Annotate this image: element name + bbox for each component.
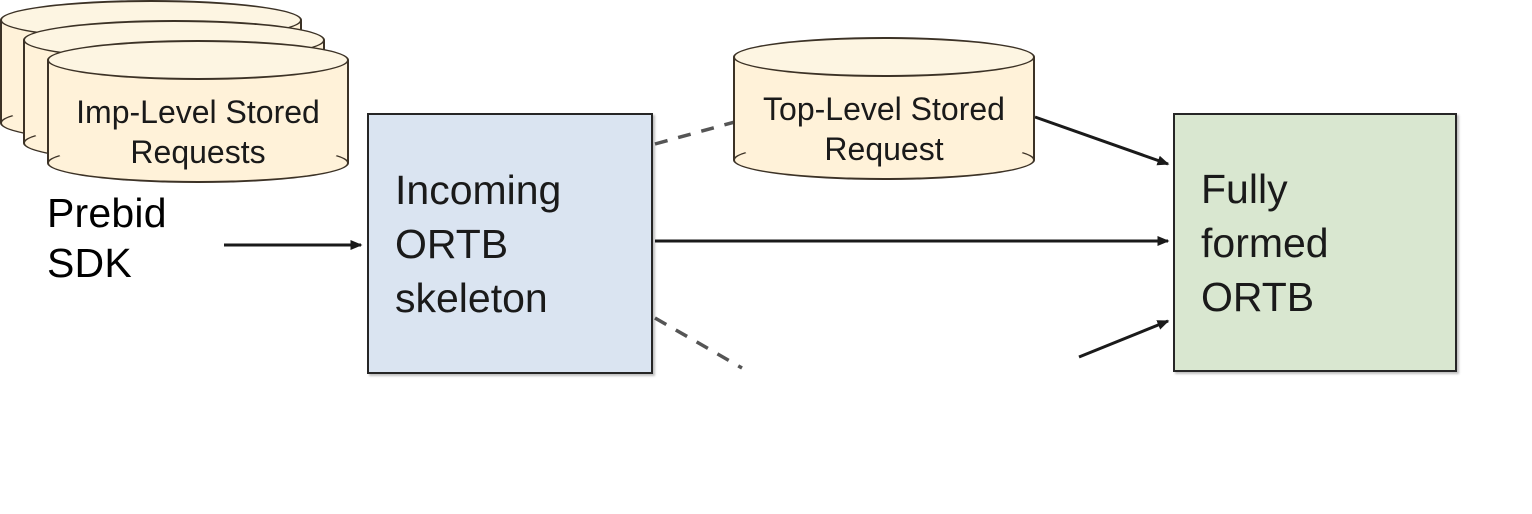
cylinder-bottom-ellipse bbox=[47, 143, 349, 183]
edge-incoming-to-top-level bbox=[654, 118, 743, 146]
node-prebid-sdk: Prebid SDK bbox=[47, 190, 167, 286]
cylinder-top-ellipse bbox=[733, 37, 1035, 77]
node-imp-level-stored-requests[interactable]: Imp-Level Stored Requests bbox=[0, 0, 349, 183]
edge-imp-level-to-fully-formed bbox=[1078, 319, 1170, 359]
cylinder-stack-front: Imp-Level Stored Requests bbox=[47, 40, 349, 183]
edge-top-level-to-fully-formed bbox=[1034, 115, 1170, 166]
cylinder-bottom-ellipse bbox=[733, 140, 1035, 180]
node-top-level-stored-request-label: Top-Level Stored Request bbox=[763, 91, 1005, 167]
node-incoming-ortb-label: Incoming ORTB skeleton bbox=[395, 166, 562, 321]
node-fully-formed-ortb-label: Fully formed ORTB bbox=[1201, 165, 1329, 320]
node-incoming-ortb[interactable]: Incoming ORTB skeleton bbox=[367, 113, 653, 374]
node-top-level-stored-request[interactable]: Top-Level Stored Request bbox=[733, 37, 1035, 180]
edge-incoming-to-imp-level bbox=[654, 316, 743, 370]
node-fully-formed-ortb[interactable]: Fully formed ORTB bbox=[1173, 113, 1457, 372]
cylinder-top-ellipse bbox=[47, 40, 349, 80]
node-imp-level-stored-requests-label: Imp-Level Stored Requests bbox=[76, 94, 320, 170]
